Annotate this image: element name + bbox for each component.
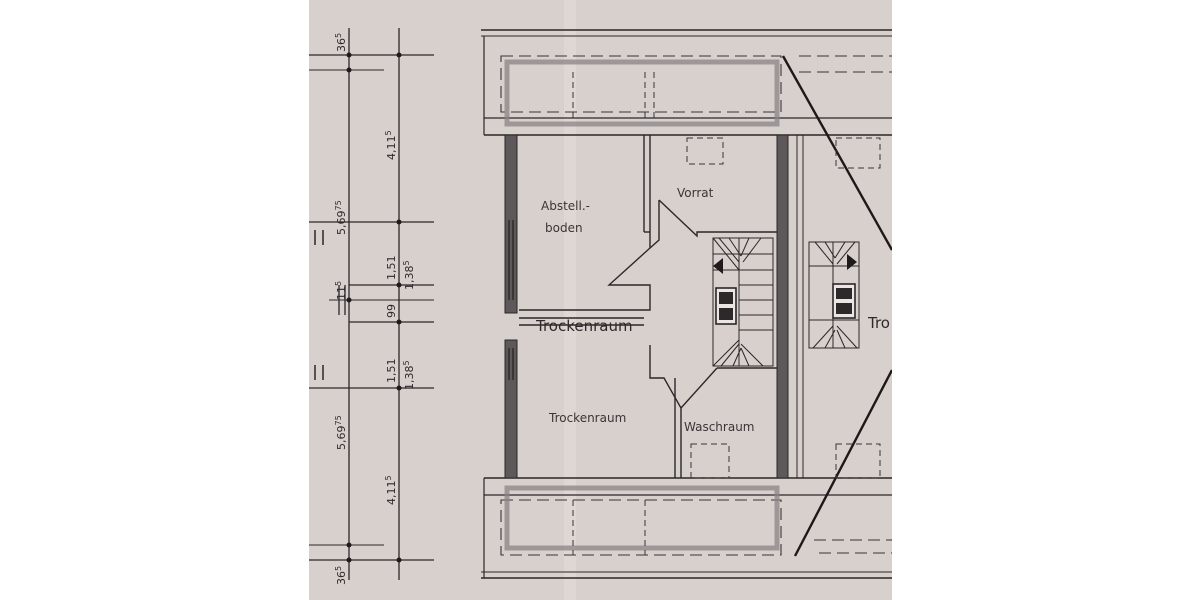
floor-plan-photo: 365 4,115 5,6975 1,51 1,385 115 99 1,51 … bbox=[309, 0, 892, 600]
room-abstellboden-label-2: boden bbox=[545, 221, 583, 235]
dim-top-wall: 365 bbox=[334, 33, 348, 52]
staircase-left-core bbox=[715, 287, 737, 325]
roof-diagonals bbox=[781, 55, 892, 557]
dim-upper-stair-b: 1,385 bbox=[402, 260, 416, 290]
staircase-left bbox=[712, 237, 774, 367]
room-waschraum-label: Waschraum bbox=[684, 420, 755, 434]
dashed-fixtures bbox=[572, 72, 881, 555]
inner-walls bbox=[508, 135, 777, 478]
roof-overhang-dashed bbox=[500, 55, 892, 556]
room-trockenraum-lower-label: Trockenraum bbox=[548, 411, 626, 425]
walls bbox=[504, 134, 789, 479]
dim-left-bottom-span: 5,6975 bbox=[334, 415, 348, 450]
dim-bottom-wall: 365 bbox=[334, 566, 348, 585]
staircase-right-core bbox=[832, 283, 856, 319]
room-abstellboden-label-1: Abstell.- bbox=[541, 199, 590, 213]
dim-small-left: 115 bbox=[334, 281, 348, 300]
room-trockenraum-center-label: Trockenraum bbox=[535, 317, 633, 335]
dim-lower-stair-a: 1,51 bbox=[385, 359, 398, 384]
paper-fold bbox=[564, 0, 576, 600]
stair-arrow-right-icon bbox=[847, 254, 857, 270]
room-trockenraum-right-partial-label: Tro bbox=[867, 314, 890, 332]
room-vorrat-label: Vorrat bbox=[677, 186, 714, 200]
dim-top-to-mid: 4,115 bbox=[384, 130, 398, 160]
stair-arrow-left-icon bbox=[713, 258, 723, 274]
right-wing-lines bbox=[796, 135, 804, 478]
dimension-dots bbox=[346, 52, 402, 563]
dim-upper-stair-a: 1,51 bbox=[385, 256, 398, 281]
building-outline bbox=[481, 29, 892, 579]
dim-middle: 99 bbox=[385, 304, 398, 318]
dim-left-top-span: 5,6975 bbox=[334, 200, 348, 235]
dim-lower-stair-b: 1,385 bbox=[402, 360, 416, 390]
floor-plan-drawing: 365 4,115 5,6975 1,51 1,385 115 99 1,51 … bbox=[309, 0, 892, 600]
dim-mid-to-bottom: 4,115 bbox=[384, 475, 398, 505]
roof-edge-band bbox=[504, 59, 780, 551]
